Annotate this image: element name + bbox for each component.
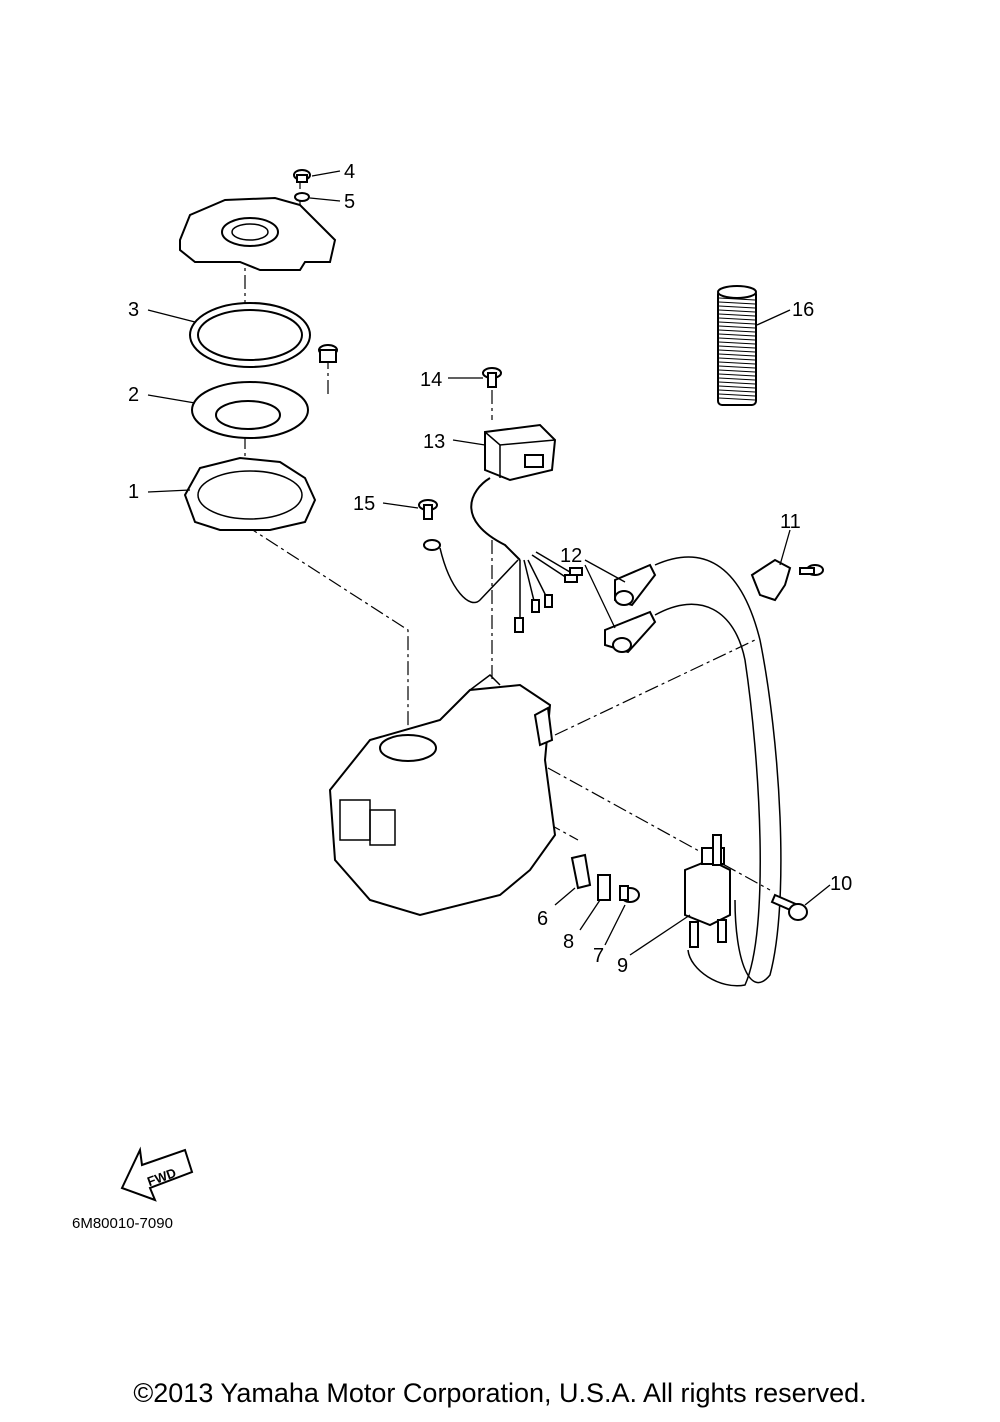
- tube-rib: [718, 349, 756, 353]
- callout-3: 3: [128, 299, 139, 321]
- bolt-part-14: [482, 367, 502, 388]
- tube-rib: [718, 393, 756, 397]
- bolt-near-2: [318, 344, 338, 363]
- gasket-part-1: [183, 456, 317, 531]
- callout-5: 5: [344, 191, 355, 213]
- tube-rib: [718, 313, 756, 317]
- ring-part-3: [189, 302, 311, 368]
- plate-part-2: [191, 381, 309, 439]
- tube-rib: [718, 305, 756, 309]
- callout-16: 16: [792, 299, 814, 321]
- wiring-harness: [439, 477, 583, 633]
- callout-15: 15: [353, 493, 375, 515]
- bracket-part-6: [570, 853, 592, 890]
- tube-rib: [718, 341, 756, 345]
- tube-rib: [718, 353, 756, 357]
- washer-part-5: [294, 192, 310, 202]
- cdi-unit-part-13: [484, 423, 557, 482]
- callout-12: 12: [560, 545, 582, 567]
- callout-4: 4: [344, 161, 355, 183]
- tube-rib: [718, 365, 756, 369]
- spacer-part-8: [597, 874, 611, 901]
- callout-14: 14: [420, 369, 442, 391]
- callout-1: 1: [128, 481, 139, 503]
- ignition-coil-part-9: [684, 834, 731, 948]
- cylinder-block: [328, 674, 557, 917]
- tube-rib: [718, 381, 756, 385]
- tube-rib: [718, 369, 756, 373]
- tube-rib: [718, 333, 756, 337]
- leader-lines: [147, 170, 831, 956]
- callout-6: 6: [537, 908, 548, 930]
- clamp-part-11: [750, 558, 824, 602]
- callout-8: 8: [563, 931, 574, 953]
- tube-rib: [718, 337, 756, 341]
- callout-7: 7: [593, 945, 604, 967]
- screw-part-7: [619, 885, 640, 903]
- callout-9: 9: [617, 955, 628, 977]
- drawing-code: 6M80010-7090: [72, 1215, 173, 1232]
- callout-10: 10: [830, 873, 852, 895]
- screw-part-15: [418, 499, 441, 551]
- callout-labels: 4 5 3 2 1 16 14 13 15 11 12 10 6 8 7 9: [128, 161, 852, 977]
- tube-rib: [718, 345, 756, 349]
- tube-rib: [718, 373, 756, 377]
- tube-rib: [718, 357, 756, 361]
- corrugated-tube-part-16: [717, 285, 757, 406]
- base-plate: [179, 196, 337, 271]
- copyright-footer: ©2013 Yamaha Motor Corporation, U.S.A. A…: [133, 1378, 867, 1408]
- tube-rib: [718, 321, 756, 325]
- bolt-part-10: [770, 893, 808, 921]
- screw-part-4: [293, 169, 311, 183]
- tube-rib: [718, 325, 756, 329]
- tube-rib: [718, 361, 756, 365]
- tube-rib: [718, 397, 756, 401]
- high-tension-cords: [654, 556, 782, 987]
- callout-13: 13: [423, 431, 445, 453]
- tube-rib: [718, 301, 756, 305]
- fwd-arrow-icon: FWD: [120, 1146, 194, 1202]
- tube-rib: [718, 317, 756, 321]
- tube-rib: [718, 309, 756, 313]
- tube-rib: [718, 389, 756, 393]
- tube-rib: [718, 329, 756, 333]
- tube-rib: [718, 385, 756, 389]
- plug-caps-part-12: [604, 563, 657, 654]
- callout-2: 2: [128, 384, 139, 406]
- callout-11: 11: [780, 511, 801, 533]
- tube-rib: [718, 377, 756, 381]
